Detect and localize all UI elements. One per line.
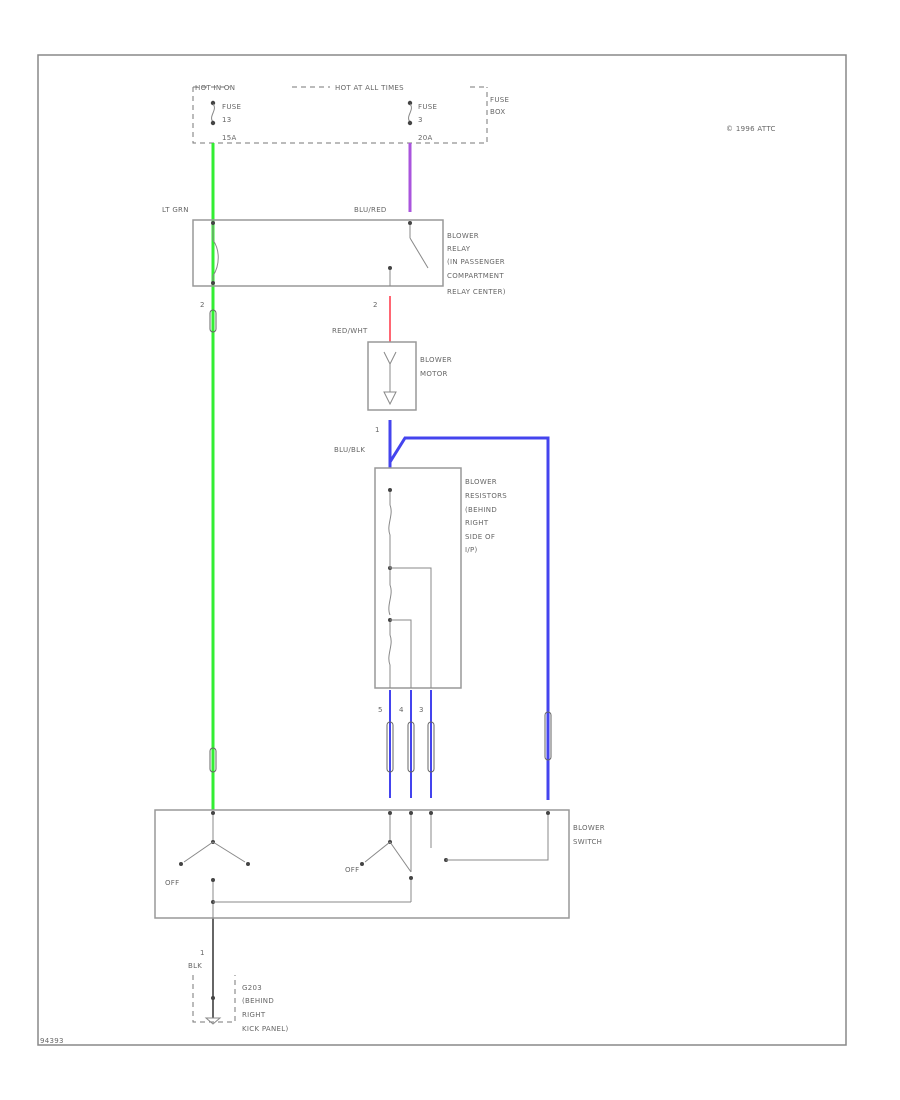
fuse-box-label-line1: FUSE	[490, 96, 509, 104]
wire-label-blu-blk: BLU/BLK	[334, 446, 365, 454]
connector-blu-blk	[544, 711, 552, 761]
wire-label-blu-red: BLU/RED	[354, 206, 387, 214]
fuse-box: HOT IN ON HOT AT ALL TIMES FUSE 13 15A F…	[192, 84, 509, 144]
pin-5: 5	[378, 706, 383, 714]
pin-1-motor: 1	[375, 426, 380, 434]
connector-lt-grn-lower	[209, 747, 217, 773]
ground-g203: G203 (BEHIND RIGHT KICK PANEL)	[192, 975, 289, 1033]
pin-2-left: 2	[200, 301, 205, 309]
ground-label-line4: KICK PANEL)	[242, 1025, 289, 1033]
ground-label-line2: (BEHIND	[242, 997, 274, 1005]
switch-label-line1: BLOWER	[573, 824, 605, 832]
connector-lt-grn-upper	[209, 309, 217, 333]
copyright-label: © 1996 ATTC	[726, 125, 776, 133]
relay-label-line2: RELAY	[447, 245, 471, 253]
motor-label-line1: BLOWER	[420, 356, 452, 364]
fuse-box-label-line2: BOX	[490, 108, 505, 116]
wire-blu-blk	[388, 420, 550, 800]
switch-off-right: OFF	[345, 866, 359, 874]
fuse-hot-run-label: HOT IN ON	[195, 84, 235, 92]
pin-2-mid: 2	[373, 301, 378, 309]
pin-4: 4	[399, 706, 404, 714]
blower-motor: BLOWER MOTOR	[367, 341, 452, 411]
wire-label-lt-grn: LT GRN	[162, 206, 189, 214]
resistors-label-line6: I/P)	[465, 546, 478, 554]
blower-relay: BLOWER RELAY (IN PASSENGER COMPARTMENT R…	[192, 219, 506, 296]
fuse-hot-all-times-label: HOT AT ALL TIMES	[335, 84, 404, 92]
fuse-3-number: 3	[418, 116, 423, 124]
pin-3: 3	[419, 706, 424, 714]
resistors-label-line3: (BEHIND	[465, 506, 497, 514]
resistors-label-line5: SIDE OF	[465, 533, 495, 541]
ground-label-line3: RIGHT	[242, 1011, 266, 1019]
ground-label-line1: G203	[242, 984, 262, 992]
fuse-13-label: FUSE	[222, 103, 241, 111]
fuse-3-rating: 20A	[418, 134, 433, 142]
connector-lead-4	[407, 721, 415, 773]
motor-label-line2: MOTOR	[420, 370, 448, 378]
wire-label-red-wht: RED/WHT	[332, 327, 368, 335]
relay-label-line3: (IN PASSENGER	[447, 258, 505, 266]
relay-label-line5: RELAY CENTER)	[447, 288, 506, 296]
connector-lead-5	[386, 721, 394, 773]
fuse-13-number: 13	[222, 116, 232, 124]
switch-label-line2: SWITCH	[573, 838, 602, 846]
blower-switch: OFF OFF BLOWER SWITCH	[154, 809, 605, 919]
pin-1-ground: 1	[200, 949, 205, 957]
diagram-frame	[37, 54, 847, 1046]
resistors-label-line1: BLOWER	[465, 478, 497, 486]
relay-label-line1: BLOWER	[447, 232, 479, 240]
switch-off-left: OFF	[165, 879, 179, 887]
fuse-3-label: FUSE	[418, 103, 437, 111]
relay-label-line4: COMPARTMENT	[447, 272, 504, 280]
resistors-label-line2: RESISTORS	[465, 492, 507, 500]
wire-label-blk: BLK	[188, 962, 202, 970]
figure-reference: 94393	[40, 1037, 64, 1045]
fuse-13-rating: 15A	[222, 134, 237, 142]
connector-lead-3	[427, 721, 435, 773]
resistors-label-line4: RIGHT	[465, 519, 489, 527]
blower-resistors: BLOWER RESISTORS (BEHIND RIGHT SIDE OF I…	[374, 467, 507, 689]
